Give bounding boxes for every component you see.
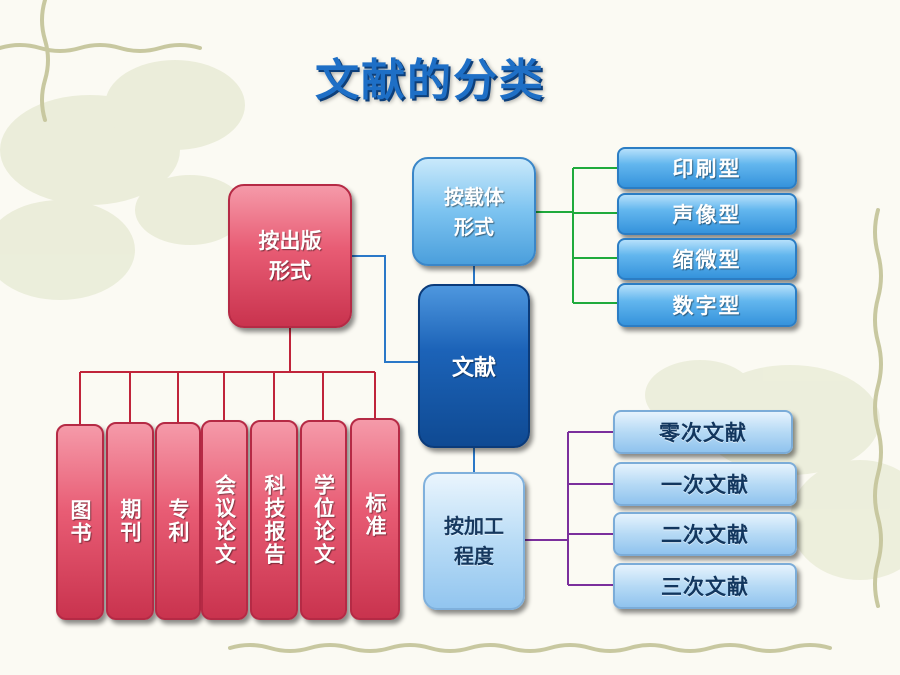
publication-form-label-line-2: 形式 [269,259,311,283]
flower-decoration-left [0,60,245,300]
vine-border-bottom-right [228,208,883,653]
carrier-form-label-line-2: 形式 [454,214,494,239]
publication-item-books: 图书 [56,424,104,620]
publication-item-standards: 标准 [350,418,400,620]
processing-item-zero: 零次文献 [613,410,793,454]
processing-connectors [525,431,613,586]
carrier-item-digital: 数字型 [617,283,797,327]
publication-connectors [79,328,376,424]
carrier-form-label-line-1: 按载体 [444,184,504,209]
center-connectors [352,255,475,472]
publication-item-conference-papers: 会议论文 [201,420,248,620]
publication-item-patents: 专利 [155,422,201,620]
processing-item-primary: 一次文献 [613,462,797,506]
center-node: 文献 [418,284,530,448]
carrier-form-node: 按载体 形式 [412,157,536,266]
processing-item-secondary: 二次文献 [613,512,797,556]
carrier-connectors [535,167,617,304]
carrier-item-audiovisual: 声像型 [617,193,797,235]
publication-item-theses: 学位论文 [300,420,347,620]
processing-level-node: 按加工 程度 [423,472,525,610]
processing-item-tertiary: 三次文献 [613,563,797,609]
carrier-item-print: 印刷型 [617,147,797,189]
processing-level-label-line-1: 按加工 [444,514,504,538]
publication-item-journals: 期刊 [106,422,154,620]
vine-border-top-left [0,0,202,122]
publication-form-label-line-1: 按出版 [258,229,322,253]
publication-form-node: 按出版 形式 [228,184,352,328]
carrier-item-microform: 缩微型 [617,238,797,280]
processing-level-label-line-2: 程度 [454,544,494,568]
page-title: 文献的分类 [315,55,545,106]
publication-item-tech-reports: 科技报告 [250,420,298,620]
